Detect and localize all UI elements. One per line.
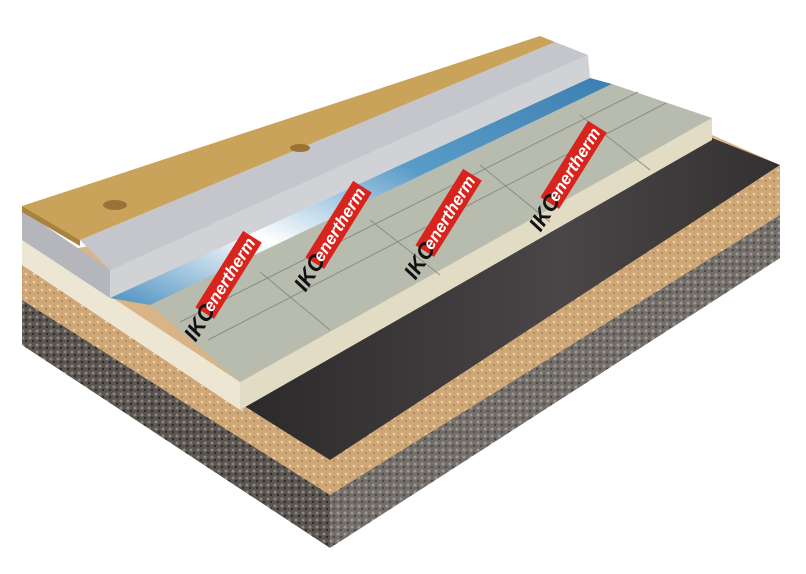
gravel-base-layer [22,212,780,548]
grey-board-layer [22,42,590,298]
wood-floor-board-layer [22,36,555,246]
black-membrane-layer [238,138,780,460]
